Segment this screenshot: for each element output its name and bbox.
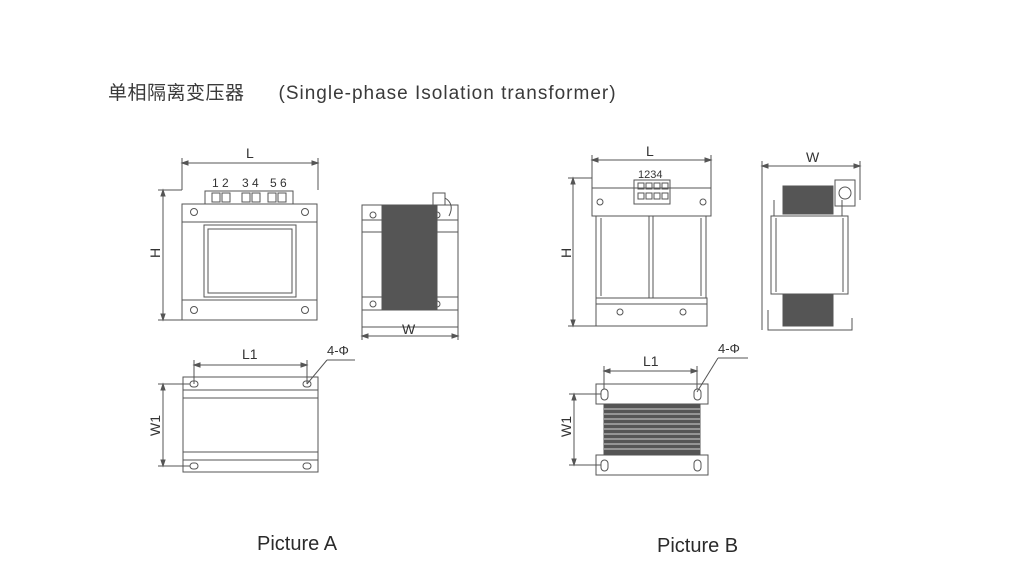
picture-b-hole-label: 4-Φ (718, 341, 740, 356)
picture-a-terminal-3: 3 (242, 176, 249, 190)
picture-b-l1-label: L1 (643, 353, 659, 369)
picture-b-w-label: W (806, 149, 820, 165)
picture-b-front-view (568, 155, 713, 328)
picture-a-l1-label: L1 (242, 346, 258, 362)
picture-a-terminal-2: 2 (222, 176, 229, 190)
page-title: 单相隔离变压器 (Single-phase Isolation transform… (108, 78, 617, 105)
picture-b-caption: Picture B (657, 535, 739, 557)
title-chinese: 单相隔离变压器 (108, 83, 245, 104)
picture-a-terminal-5: 5 (270, 176, 277, 190)
picture-a-terminal-6: 6 (280, 176, 287, 190)
picture-a-h-label: H (147, 248, 163, 258)
picture-a-l-label: L (246, 145, 254, 161)
picture-b-w1-label: W1 (558, 416, 574, 437)
picture-a-side-view (360, 192, 460, 340)
picture-a-caption: Picture A (257, 533, 338, 555)
picture-b-top-view (569, 357, 748, 476)
picture-b-side-view (760, 161, 862, 331)
title-english: (Single-phase Isolation transformer) (278, 83, 617, 104)
picture-a-terminal-1: 1 (212, 176, 219, 190)
picture-a-top-view (158, 359, 355, 473)
picture-a-w-label: W (402, 321, 416, 337)
picture-a-w1-label: W1 (147, 415, 163, 436)
picture-b-l-label: L (646, 143, 654, 159)
picture-a-front-view (158, 158, 320, 322)
picture-b-h-label: H (558, 248, 574, 258)
picture-a-terminal-4: 4 (252, 176, 259, 190)
picture-b-terminal-numbers: 1234 (638, 169, 662, 181)
picture-a-hole-label: 4-Φ (327, 343, 349, 358)
